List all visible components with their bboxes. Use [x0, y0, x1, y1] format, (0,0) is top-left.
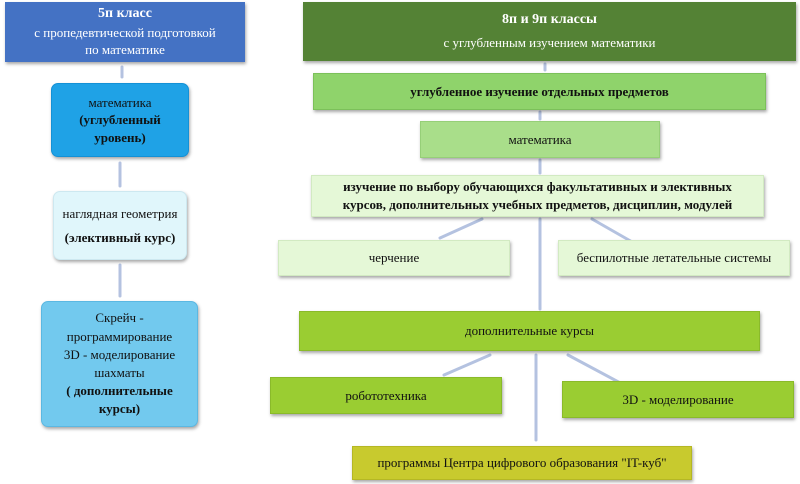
grade-5-subtitle-line2: по математике	[85, 42, 165, 58]
additional-courses-label: дополнительные курсы	[464, 323, 595, 339]
math-advanced-level-line1: (углубленный	[79, 112, 161, 128]
drawing-box: черчение	[278, 240, 510, 276]
elective-choice-line1: изучение по выбору обучающихся факультат…	[343, 179, 732, 195]
uav-box: беспилотные летательные системы	[558, 240, 790, 276]
robotics-label: робототехника	[345, 387, 427, 403]
grade-5-subtitle-line1: с пропедевтической подготовкой	[34, 24, 216, 40]
math-advanced-box: математика (углубленный уровень)	[51, 83, 189, 157]
scratch-line2: программирование	[66, 328, 173, 344]
visual-geometry-type: (элективный курс)	[64, 229, 176, 245]
elective-choice-box: изучение по выбору обучающихся факультат…	[311, 175, 764, 217]
additional-courses-box: дополнительные курсы	[299, 311, 760, 351]
deep-study-box: углубленное изучение отдельных предметов	[313, 73, 766, 110]
deep-study-label: углубленное изучение отдельных предметов	[410, 83, 669, 99]
uav-label: беспилотные летательные системы	[576, 250, 772, 266]
additional-courses-label-line1: ( дополнительные	[66, 383, 173, 399]
math-label: математика	[508, 131, 572, 147]
it-cube-box: программы Центра цифрового образования "…	[352, 446, 692, 480]
modeling-3d-box: 3D - моделирование	[562, 381, 794, 418]
chess-line: шахматы	[94, 365, 145, 380]
grade-8-9-subtitle: с углубленным изучением математики	[443, 35, 656, 51]
math-box: математика	[420, 121, 660, 158]
grade-8-9-header: 8п и 9п классы с углубленным изучением м…	[303, 2, 796, 61]
scratch-line1: Скрейч -	[95, 310, 144, 326]
drawing-label: черчение	[368, 250, 420, 266]
math-advanced-label: математика	[88, 94, 152, 110]
connector-extra-to-robotics	[442, 353, 492, 377]
connector-choice-to-drawing	[438, 217, 484, 240]
additional-courses-5-box: Скрейч - программирование 3D - моделиров…	[41, 301, 198, 427]
math-advanced-level-line2: уровень)	[94, 129, 146, 145]
grade-8-9-title: 8п и 9п классы	[502, 12, 597, 28]
visual-geometry-box: наглядная геометрия (элективный курс)	[53, 191, 187, 260]
robotics-box: робототехника	[270, 377, 502, 414]
grade-5-title: 5п класс	[98, 6, 152, 21]
additional-courses-label-line2: курсы)	[98, 401, 141, 417]
modeling-3d-line: 3D - моделирование	[63, 346, 176, 362]
visual-geometry-label: наглядная геометрия	[62, 205, 178, 221]
grade-5-header: 5п класс с пропедевтической подготовкой …	[5, 2, 245, 62]
it-cube-label: программы Центра цифрового образования "…	[377, 455, 667, 471]
elective-choice-line2: курсов, дополнительных учебных предметов…	[342, 197, 733, 212]
modeling-3d-label: 3D - моделирование	[622, 391, 734, 407]
